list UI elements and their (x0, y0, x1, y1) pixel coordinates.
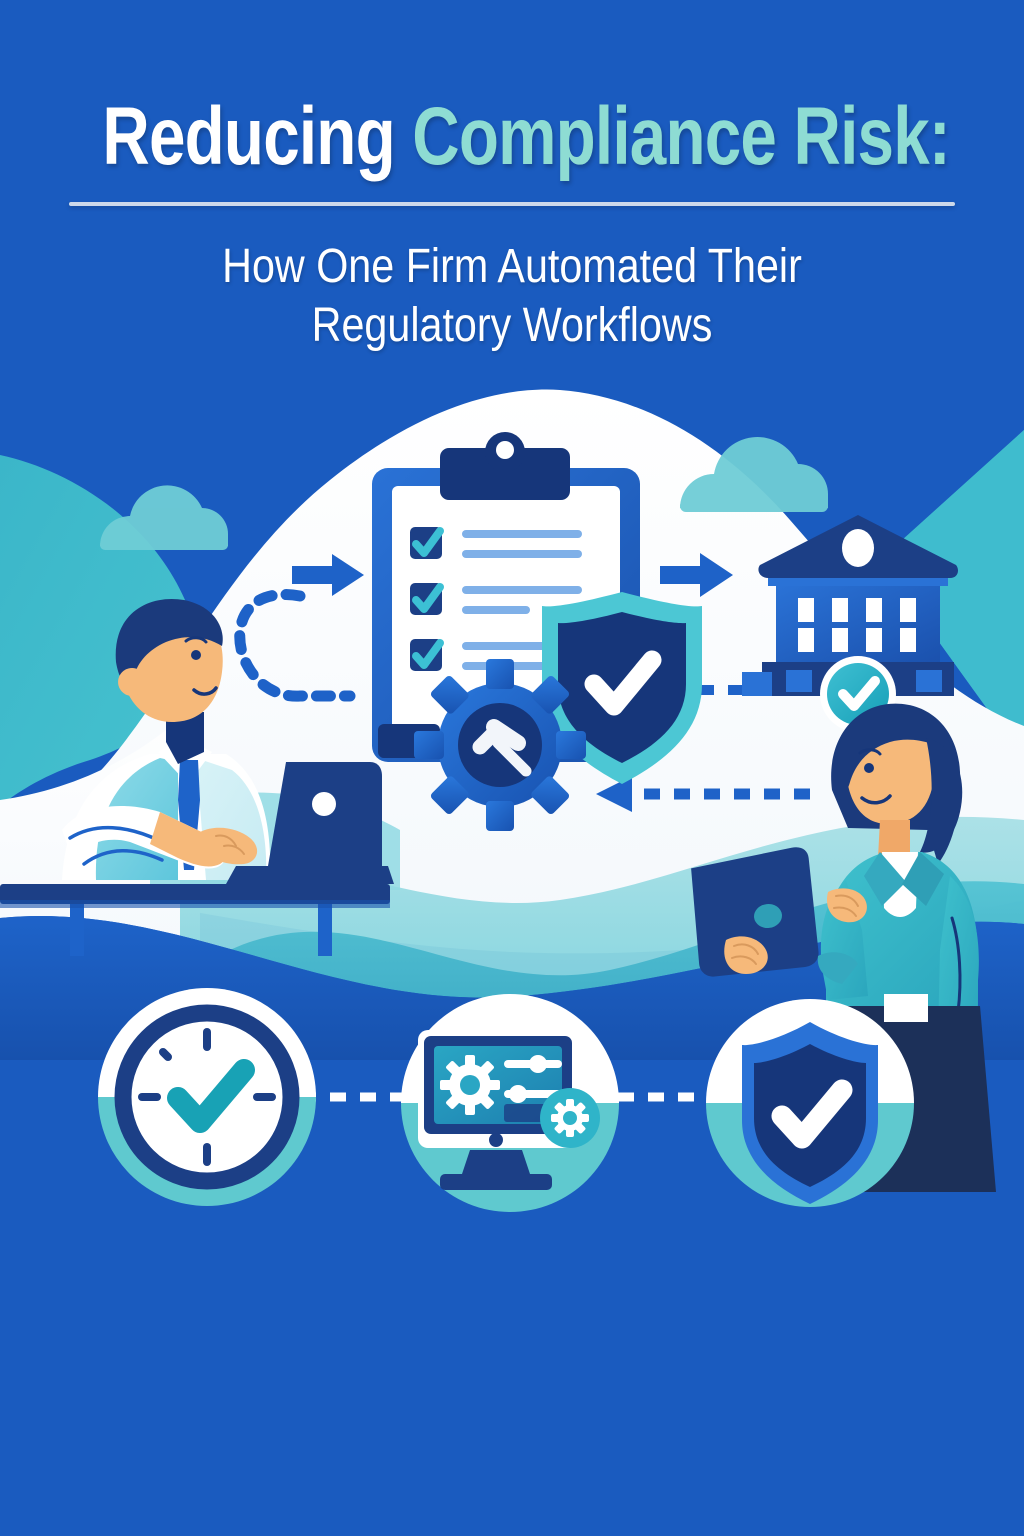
title-block: Reducing Compliance Risk: How One Firm A… (0, 0, 1024, 380)
page-title: Reducing Compliance Risk: (102, 0, 950, 178)
title-part-accent: Compliance Risk: (412, 91, 950, 182)
subtitle-line-2: Regulatory Workflows (311, 298, 713, 352)
arrow-dashed-bank-to-gear (596, 776, 810, 812)
title-part-primary: Reducing (102, 91, 413, 182)
cloud-icon (100, 485, 228, 550)
title-divider (69, 202, 955, 206)
cloud-icon (680, 437, 828, 512)
subtitle-line-1: How One Firm Automated Their (222, 240, 802, 293)
arrow-solid-clipboard-to-bank (660, 553, 733, 597)
arrow-solid-left-to-clipboard (292, 554, 364, 596)
arrow-dashed-loop-left (234, 589, 356, 702)
